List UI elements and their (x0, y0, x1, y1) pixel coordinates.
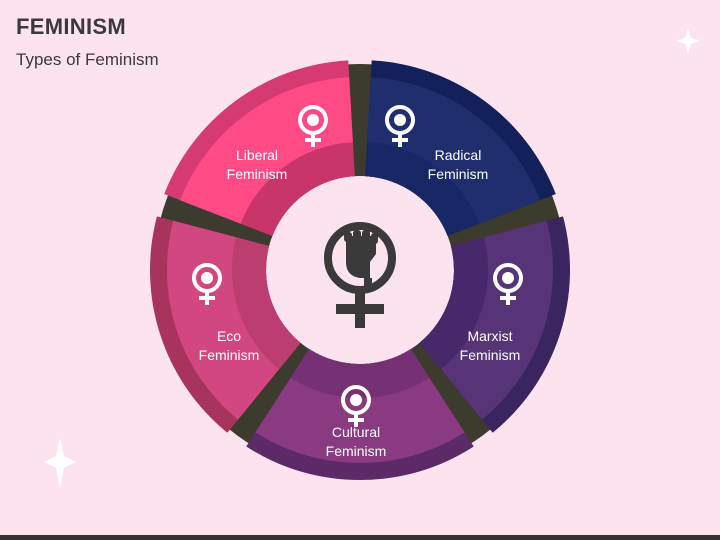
segment-inner-ring (240, 142, 355, 237)
segment-label-line2: Feminism (326, 443, 387, 459)
eco-feminism-icon (192, 263, 222, 305)
segment-label-line2: Feminism (199, 347, 260, 363)
segment-label-line1: Cultural (332, 424, 380, 440)
raised-fist-venus-icon (324, 222, 396, 328)
segment-label-line2: Feminism (460, 347, 521, 363)
segment-inner-ring (419, 237, 488, 370)
liberal-feminism-icon (298, 105, 328, 147)
segment-label-line1: Marxist (467, 328, 512, 344)
page-title: FEMINISM (16, 14, 126, 39)
bottom-bar (0, 535, 720, 540)
segment-label-line2: Feminism (428, 166, 489, 182)
segment-inner-band (180, 77, 353, 224)
segment-inner-band (440, 220, 553, 420)
sparkle-icon (44, 438, 76, 488)
segment-label-line1: Liberal (236, 147, 278, 163)
segment-label-line2: Feminism (227, 166, 288, 182)
segment-label-line1: Radical (435, 147, 482, 163)
segment-inner-ring (290, 349, 430, 398)
segment-inner-ring (232, 237, 301, 370)
radical-feminism-icon (385, 105, 415, 147)
segment-inner-ring (365, 142, 480, 237)
sparkle-icon (676, 28, 700, 54)
cultural-feminism-icon (341, 385, 371, 427)
marxist-feminism-icon (493, 263, 523, 305)
segment-label-line1: Eco (217, 328, 241, 344)
page-subtitle: Types of Feminism (16, 50, 159, 69)
